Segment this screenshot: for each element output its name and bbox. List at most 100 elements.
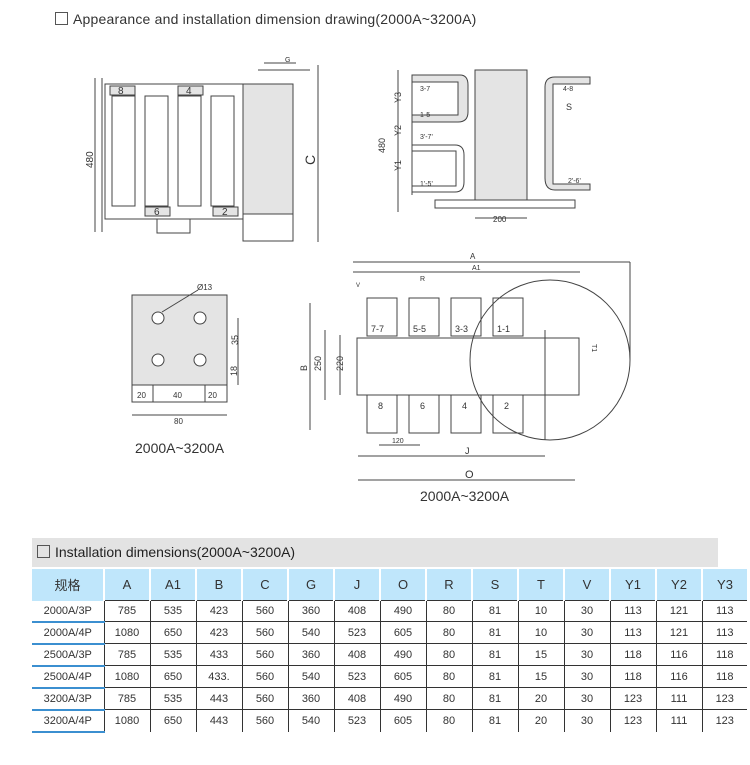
- table-cell: 560: [241, 643, 288, 666]
- table-cell: 123: [701, 709, 747, 732]
- svg-text:200: 200: [493, 215, 507, 224]
- table-cell: 1080: [103, 665, 150, 688]
- table-cell: 605: [379, 621, 426, 644]
- model-cell: 2500A/3P: [32, 643, 104, 667]
- busbar-label: 1-1: [497, 324, 510, 334]
- column-header: Y3: [701, 569, 747, 601]
- table-cell: 123: [609, 687, 656, 710]
- table-cell: 20: [517, 709, 564, 732]
- column-header: J: [333, 569, 380, 601]
- table-cell: 785: [103, 643, 150, 666]
- table-cell: 80: [425, 621, 472, 644]
- svg-text:Ø13: Ø13: [197, 283, 213, 292]
- table-cell: 540: [287, 621, 334, 644]
- checkbox-icon: [37, 545, 50, 558]
- svg-text:3'-7': 3'-7': [420, 134, 433, 141]
- svg-text:120: 120: [392, 438, 404, 445]
- column-header: G: [287, 569, 334, 601]
- table-cell: 408: [333, 687, 380, 710]
- table-cell: 535: [149, 643, 196, 666]
- busbar-top: [492, 297, 524, 337]
- table-cell: 121: [655, 621, 702, 644]
- table-cell: 490: [379, 600, 426, 622]
- table-cell: 80: [425, 687, 472, 710]
- table-cell: 30: [563, 687, 610, 710]
- table-cell: 560: [241, 600, 288, 622]
- svg-text:O: O: [465, 469, 474, 481]
- busbar-label: 7-7: [371, 324, 384, 334]
- table-cell: 30: [563, 665, 610, 688]
- top-view-drawing: 7-785-563-341-12 A A1 R V B 250 220 120 …: [299, 252, 631, 481]
- table-cell: 490: [379, 687, 426, 710]
- table-cell: 113: [701, 621, 747, 644]
- svg-text:35: 35: [230, 335, 240, 345]
- busbar-label: 5-5: [413, 324, 426, 334]
- table-cell: 443: [195, 687, 242, 710]
- table-cell: 785: [103, 687, 150, 710]
- busbar-bottom: [492, 394, 524, 434]
- busbar-top: [366, 297, 398, 337]
- table-cell: 30: [563, 600, 610, 622]
- busbar-bottom: [366, 394, 398, 434]
- table-cell: 113: [701, 600, 747, 622]
- column-header: R: [425, 569, 472, 601]
- dimension-drawings: 8 4 6 2 G C 480 480 Y3 Y2 Y1 3-7 1-5 3'-…: [85, 57, 631, 481]
- table-cell: 116: [655, 665, 702, 688]
- table-cell: 490: [379, 643, 426, 666]
- table-cell: 80: [425, 600, 472, 622]
- table-cell: 1080: [103, 621, 150, 644]
- table-cell: 360: [287, 600, 334, 622]
- busbar-bottom: [408, 394, 440, 434]
- table-cell: 650: [149, 665, 196, 688]
- table-cell: 20: [517, 687, 564, 710]
- svg-text:480: 480: [377, 138, 387, 153]
- svg-text:J: J: [465, 446, 470, 456]
- table-cell: 10: [517, 621, 564, 644]
- table-cell: 118: [609, 643, 656, 666]
- svg-text:8: 8: [118, 86, 124, 97]
- table-cell: 121: [655, 600, 702, 622]
- svg-text:2'-6': 2'-6': [568, 178, 581, 185]
- title-text: Appearance and installation dimension dr…: [73, 11, 477, 27]
- table-cell: 15: [517, 665, 564, 688]
- table-cell: 81: [471, 621, 518, 644]
- svg-text:G: G: [285, 57, 290, 64]
- column-header: S: [471, 569, 518, 601]
- table-cell: 408: [333, 643, 380, 666]
- svg-text:V: V: [356, 283, 360, 289]
- table-cell: 81: [471, 665, 518, 688]
- table-cell: 560: [241, 687, 288, 710]
- model-cell: 2000A/3P: [32, 600, 104, 623]
- model-cell: 3200A/4P: [32, 709, 104, 733]
- table-cell: 360: [287, 643, 334, 666]
- column-header: C: [241, 569, 288, 601]
- table-cell: 360: [287, 687, 334, 710]
- table-cell: 81: [471, 687, 518, 710]
- front-view-drawing: 8 4 6 2 G C 480: [85, 57, 319, 242]
- table-cell: 523: [333, 621, 380, 644]
- table-cell: 81: [471, 709, 518, 732]
- svg-text:220: 220: [335, 356, 345, 371]
- busbar-label: 2: [504, 401, 509, 411]
- column-header: A: [103, 569, 150, 601]
- table-cell: 523: [333, 665, 380, 688]
- drawing3-caption: 2000A~3200A: [135, 440, 225, 456]
- model-cell: 2000A/4P: [32, 621, 104, 645]
- svg-text:1'-5': 1'-5': [420, 181, 433, 188]
- table-cell: 535: [149, 687, 196, 710]
- column-header: A1: [149, 569, 196, 601]
- column-header: V: [563, 569, 610, 601]
- table-cell: 560: [241, 709, 288, 732]
- table-title: Installation dimensions(2000A~3200A): [32, 538, 718, 567]
- svg-text:3-7: 3-7: [420, 86, 430, 93]
- table-cell: 408: [333, 600, 380, 622]
- busbar-label: 8: [378, 401, 383, 411]
- svg-text:20: 20: [137, 391, 146, 400]
- table-title-text: Installation dimensions(2000A~3200A): [55, 544, 296, 560]
- svg-text:18: 18: [229, 366, 239, 376]
